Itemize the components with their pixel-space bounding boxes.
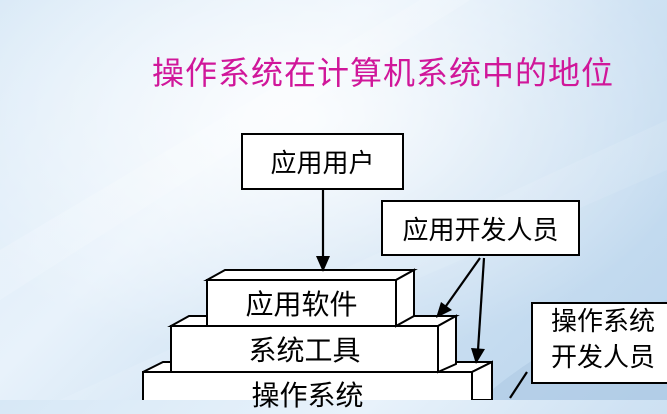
os-layer-diagram [142,190,528,400]
layer-system-tools [167,314,460,374]
layer-app-software-label: 应用软件 [245,288,358,321]
os-developers-line2: 开发人员 [551,343,656,373]
arrow-osdev-to-os [509,371,528,399]
app-developers-box: 应用开发人员 [381,200,580,256]
layer-operating-system-label: 操作系统 [251,379,364,412]
arrow-appdev-to-tools [476,257,486,351]
os-developers-box: 操作系统 开发人员 [531,302,667,384]
app-users-box: 应用用户 [241,133,404,190]
layer-system-tools-label: 系统工具 [248,334,361,367]
page-title: 操作系统在计算机系统中的地位 [152,54,615,92]
arrow-appdev-to-software [445,257,481,307]
layer-app-software [203,268,418,328]
os-developers-line1: 操作系统 [551,307,656,337]
